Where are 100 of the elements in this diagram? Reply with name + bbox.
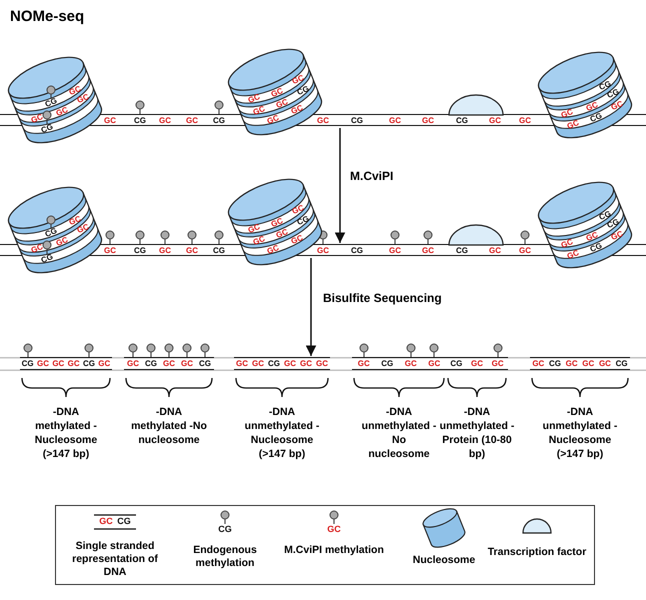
sequence-label: GC (558, 236, 575, 250)
transcription-factor (448, 224, 504, 246)
sequence-label: GC (68, 359, 80, 368)
sequence-label: GC (518, 246, 532, 255)
sequence-label: CG (294, 84, 311, 98)
segment-caption: -DNA unmethylated -No nucleosome (361, 405, 437, 461)
legend-text: Nucleosome (412, 554, 476, 567)
sequence-label: GC (274, 226, 290, 240)
sequence-label: CG (268, 359, 280, 368)
edge-label: M.CviPI (350, 169, 394, 183)
sequence-label: GC (326, 525, 342, 534)
sequence-label: CG (455, 246, 469, 255)
sequence-label: GC (265, 242, 282, 256)
sequence-label: CG (588, 110, 604, 124)
sequence-label: GC (28, 241, 44, 255)
sequence-label: CG (212, 246, 226, 255)
dna-segment (234, 357, 330, 370)
sequence-label: GC (300, 359, 312, 368)
sequence-label: CG (350, 116, 364, 125)
sequence-label: GC (532, 359, 544, 368)
edge-label: Bisulfite Sequencing (323, 290, 442, 304)
sequence-label: GC (488, 116, 502, 125)
sequence-label: GC (265, 112, 282, 126)
sequence-label: GC (404, 359, 417, 368)
sequence-label: CG (455, 116, 469, 125)
sequence-label: GC (584, 99, 600, 113)
sequence-label: GC (36, 359, 49, 368)
transcription-factor (448, 94, 504, 116)
sequence-label: CG (22, 359, 34, 368)
diagram-title: NOMe-seq (10, 8, 84, 25)
sequence-label: GC (288, 102, 306, 116)
sequence-label: GC (288, 232, 306, 246)
sequence-label: CG (133, 116, 147, 125)
sequence-label: GC (388, 246, 402, 255)
sequence-label: CG (548, 359, 561, 368)
sequence-label: CG (82, 359, 95, 368)
sequence-label: GC (316, 116, 330, 125)
sequence-label: GC (103, 246, 117, 255)
sequence-label: GC (250, 233, 267, 247)
sequence-label: GC (52, 359, 64, 368)
sequence-label: GC (284, 359, 296, 368)
sequence-label: GC (290, 73, 306, 86)
sequence-label: GC (274, 96, 290, 110)
sequence-label: GC (608, 228, 626, 242)
sequence-label: CG (40, 252, 56, 266)
sequence-label: GC (103, 116, 117, 125)
sequence-label: GC (158, 116, 172, 125)
sequence-label: GC (492, 359, 504, 368)
sequence-label: CG (212, 116, 226, 125)
dna-segment (530, 357, 630, 370)
sequence-label: CG (450, 359, 462, 368)
sequence-label: GC (558, 106, 575, 120)
sequence-label: GC (250, 103, 267, 117)
sequence-label: GC (584, 229, 600, 243)
sequence-label: GC (316, 246, 330, 255)
sequence-label: GC (421, 116, 435, 125)
sequence-label: GC (28, 111, 44, 125)
sequence-label: GC (236, 359, 248, 368)
sequence-label: GC (185, 246, 199, 255)
legend-text: Transcription factor (486, 546, 588, 559)
sequence-label: GC (252, 359, 264, 368)
sequence-label: CG (133, 246, 147, 255)
segment-caption: -DNA methylated -Nucleosome (>147 bp) (34, 405, 98, 461)
sequence-label: GC (564, 118, 582, 131)
sequence-label: CG (217, 525, 233, 534)
sequence-label: GC (488, 246, 502, 255)
sequence-label: GC (608, 98, 626, 112)
sequence-label: GC (127, 359, 139, 368)
sequence-label: GC (246, 222, 262, 236)
sequence-label: GC (98, 517, 114, 526)
sequence-label: GC (388, 116, 402, 125)
sequence-label: GC (158, 246, 172, 255)
sequence-label: GC (163, 359, 175, 368)
arrow (306, 258, 316, 356)
sequence-label: GC (421, 246, 435, 255)
sequence-label: CG (199, 359, 211, 368)
segment-caption: -DNA unmethylated -Nucleosome (>147 bp) (542, 405, 618, 461)
legend-text: Endogenous methylation (192, 544, 258, 570)
sequence-label: GC (316, 359, 328, 368)
sequence-label: GC (181, 359, 193, 368)
sequence-label: GC (269, 85, 286, 99)
sequence-label: GC (598, 359, 611, 368)
sequence-label: CG (616, 359, 628, 368)
sequence-label: GC (428, 359, 440, 368)
segment-caption: -DNA unmethylated -Nucleosome (>147 bp) (244, 405, 320, 461)
segment-caption: -DNA methylated -No nucleosome (131, 405, 207, 447)
sequence-label: CG (40, 122, 56, 136)
sequence-label: GC (564, 248, 582, 261)
sequence-label: GC (290, 203, 306, 216)
sequence-label: GC (246, 92, 262, 106)
sequence-label: GC (185, 116, 199, 125)
segment-caption: -DNA unmethylated -Protein (10-80 bp) (439, 405, 515, 461)
legend-text: M.CviPI methylation (283, 544, 385, 557)
sequence-label: CG (350, 246, 364, 255)
sequence-label: GC (566, 359, 578, 368)
sequence-label: CG (116, 517, 132, 526)
sequence-label: CG (294, 214, 311, 228)
sequence-label: GC (269, 215, 286, 229)
sequence-label: CG (145, 359, 157, 368)
sequence-label: GC (470, 359, 483, 368)
